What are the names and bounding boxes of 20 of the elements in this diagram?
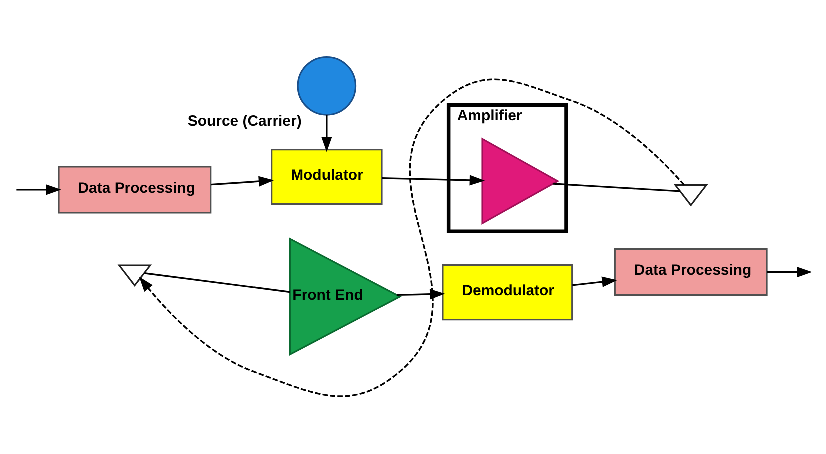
connector bbox=[144, 272, 290, 294]
arrow bbox=[397, 289, 446, 300]
node-antenna bbox=[674, 184, 708, 207]
arrow bbox=[210, 176, 274, 187]
arrow bbox=[382, 175, 486, 186]
node-triangle bbox=[482, 138, 560, 225]
cluster: Amplifier bbox=[446, 104, 568, 234]
arrow bbox=[139, 79, 685, 398]
node-circle bbox=[297, 56, 357, 116]
connector bbox=[554, 183, 680, 192]
arrow bbox=[767, 266, 812, 278]
node-antenna bbox=[118, 264, 152, 287]
arrow bbox=[322, 115, 332, 152]
node-box: Data Processing bbox=[614, 248, 768, 296]
node-label: Source (Carrier) bbox=[188, 112, 302, 130]
arrow bbox=[572, 276, 618, 288]
node-box: Demodulator bbox=[442, 264, 574, 321]
node-box: Modulator bbox=[271, 149, 383, 206]
arrow bbox=[16, 184, 62, 196]
node-box: Data Processing bbox=[58, 166, 212, 214]
